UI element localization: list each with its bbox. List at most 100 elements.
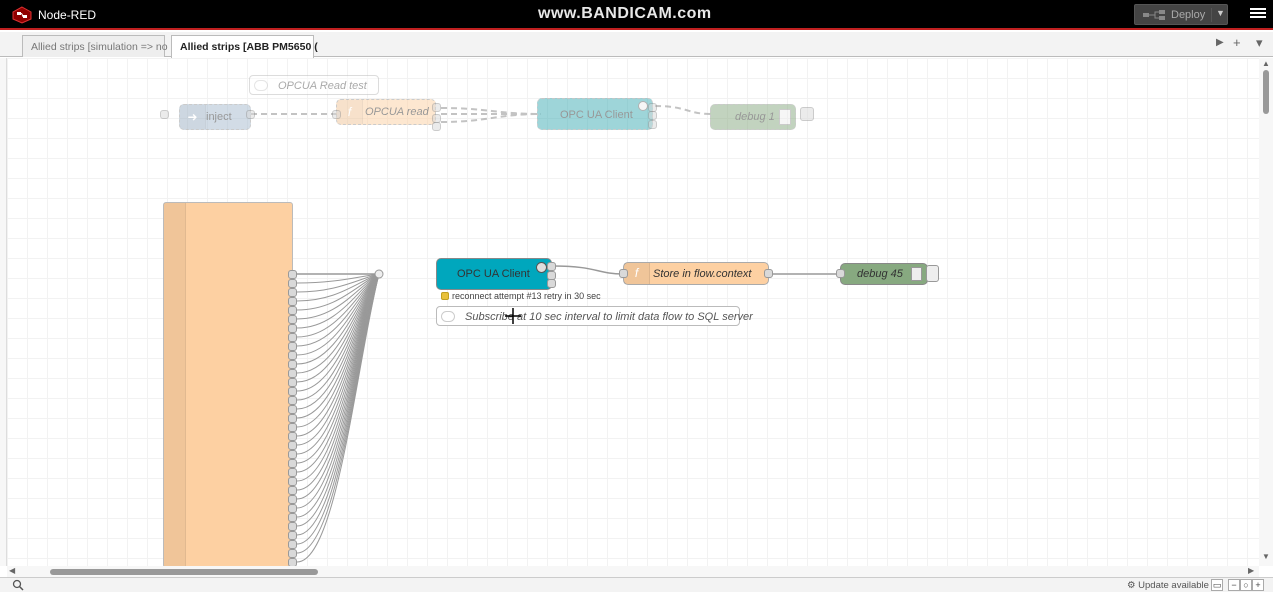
function-label: OPCUA read: [365, 106, 429, 118]
crosshair-cursor-icon: [505, 308, 521, 324]
input-port[interactable]: [619, 269, 628, 278]
output-port[interactable]: [288, 513, 297, 522]
output-port[interactable]: [288, 549, 297, 558]
function-icon: f: [624, 263, 650, 284]
comment-subscribe-interval[interactable]: Subscribe at 10 sec interval to limit da…: [436, 306, 753, 326]
add-tab-icon[interactable]: +: [1233, 35, 1241, 50]
deploy-caret-icon[interactable]: ▼: [1211, 8, 1225, 22]
inject-icon: ➜: [180, 105, 206, 129]
zoom-out-button[interactable]: −: [1228, 579, 1240, 591]
output-port[interactable]: [288, 360, 297, 369]
opcua-client-badge-icon: [536, 262, 547, 273]
tab-list-icon[interactable]: ▾: [1256, 35, 1263, 50]
output-port[interactable]: [288, 306, 297, 315]
scroll-left-icon[interactable]: ◀: [9, 566, 16, 575]
output-port[interactable]: [288, 540, 297, 549]
zoom-in-button[interactable]: +: [1252, 579, 1264, 591]
output-port[interactable]: [288, 279, 297, 288]
output-port[interactable]: [288, 324, 297, 333]
scroll-down-icon[interactable]: ▼: [1262, 552, 1270, 561]
inject-node[interactable]: ➜ inject: [179, 104, 251, 130]
update-icon: ⚙: [1127, 580, 1139, 591]
output-port[interactable]: [246, 110, 255, 119]
large-multi-output-node[interactable]: [163, 202, 293, 568]
function-node-store-context[interactable]: f Store in flow.context: [623, 262, 769, 285]
output-port[interactable]: [288, 486, 297, 495]
output-port[interactable]: [288, 495, 297, 504]
deploy-button[interactable]: Deploy ▼: [1134, 4, 1228, 25]
status-text: reconnect attempt #13 retry in 30 sec: [452, 291, 601, 301]
output-port[interactable]: [648, 111, 657, 120]
output-port[interactable]: [288, 351, 297, 360]
output-port[interactable]: [288, 450, 297, 459]
output-port[interactable]: [288, 441, 297, 450]
function-label: Store in flow.context: [653, 268, 752, 280]
output-port[interactable]: [288, 432, 297, 441]
output-port[interactable]: [288, 405, 297, 414]
navigator-icon[interactable]: ▭: [1211, 579, 1223, 591]
left-splitter[interactable]: [0, 58, 7, 566]
output-port[interactable]: [547, 262, 556, 271]
deploy-icon: [1143, 10, 1165, 20]
output-port[interactable]: [288, 522, 297, 531]
output-port[interactable]: [288, 315, 297, 324]
output-port[interactable]: [288, 504, 297, 513]
scroll-right-icon[interactable]: ▶: [1248, 566, 1255, 575]
output-port[interactable]: [764, 269, 773, 278]
debug-node-top[interactable]: debug 1: [710, 104, 796, 130]
main-menu-icon[interactable]: [1250, 6, 1266, 22]
opcua-client-node-main[interactable]: OPC UA Client: [436, 258, 552, 290]
comment-icon: [254, 80, 268, 91]
debug-toggle-button[interactable]: [800, 107, 814, 121]
output-port[interactable]: [288, 387, 297, 396]
function-node-opcua-read[interactable]: f OPCUA read: [336, 99, 436, 125]
zoom-reset-button[interactable]: ○: [1240, 579, 1252, 591]
node-icon-strip: [164, 203, 186, 567]
debug-list-icon: [779, 109, 791, 125]
horizontal-scroll-thumb[interactable]: [50, 569, 318, 575]
comment-opcua-read-test[interactable]: OPCUA Read test: [249, 75, 379, 95]
flow-workspace[interactable]: OPCUA Read test ➜ inject f OPCUA read OP…: [7, 58, 1259, 568]
output-port[interactable]: [288, 396, 297, 405]
tab-allied-strips-abb[interactable]: Allied strips [ABB PM5650 (: [171, 35, 318, 58]
debug-label: debug 45: [857, 268, 903, 280]
output-port[interactable]: [288, 423, 297, 432]
header-bar: Node-RED www.BANDICAM.com Deploy ▼: [0, 0, 1273, 30]
search-icon[interactable]: [12, 579, 24, 591]
output-port[interactable]: [288, 369, 297, 378]
output-port[interactable]: [648, 120, 657, 129]
bandicam-watermark: www.BANDICAM.com: [538, 5, 712, 22]
output-port[interactable]: [547, 279, 556, 288]
output-port[interactable]: [288, 477, 297, 486]
update-available-status[interactable]: ⚙ Update available: [1127, 580, 1209, 591]
app-title: Node-RED: [38, 8, 97, 22]
output-port[interactable]: [288, 333, 297, 342]
debug-node-main[interactable]: debug 45: [840, 263, 928, 285]
output-port[interactable]: [288, 297, 297, 306]
output-port[interactable]: [288, 468, 297, 477]
tab-allied-strips-simulation[interactable]: Allied strips [simulation => no: [22, 35, 168, 57]
tab-scroll-right-icon[interactable]: ▶: [1216, 37, 1224, 48]
opcua-client-badge-icon: [638, 101, 648, 111]
input-port[interactable]: [836, 269, 845, 278]
output-port[interactable]: [288, 531, 297, 540]
vertical-scrollbar[interactable]: ▲ ▼: [1259, 58, 1273, 566]
output-port[interactable]: [288, 342, 297, 351]
flow-wires: [251, 105, 841, 563]
output-port[interactable]: [288, 288, 297, 297]
opcua-client-node-top[interactable]: OPC UA Client: [537, 98, 653, 130]
output-port[interactable]: [432, 103, 441, 112]
horizontal-scrollbar[interactable]: ◀ ▶: [7, 566, 1259, 577]
output-port[interactable]: [432, 122, 441, 131]
output-port[interactable]: [288, 459, 297, 468]
scroll-up-icon[interactable]: ▲: [1262, 59, 1270, 68]
debug-toggle-button[interactable]: [926, 265, 939, 282]
output-port[interactable]: [288, 378, 297, 387]
input-port[interactable]: [332, 110, 341, 119]
output-port[interactable]: [288, 414, 297, 423]
opcua-client-label: OPC UA Client: [457, 268, 530, 280]
inject-button-port[interactable]: [160, 110, 169, 119]
update-label: Update available: [1138, 580, 1209, 591]
output-port[interactable]: [288, 270, 297, 279]
vertical-scroll-thumb[interactable]: [1263, 70, 1269, 114]
